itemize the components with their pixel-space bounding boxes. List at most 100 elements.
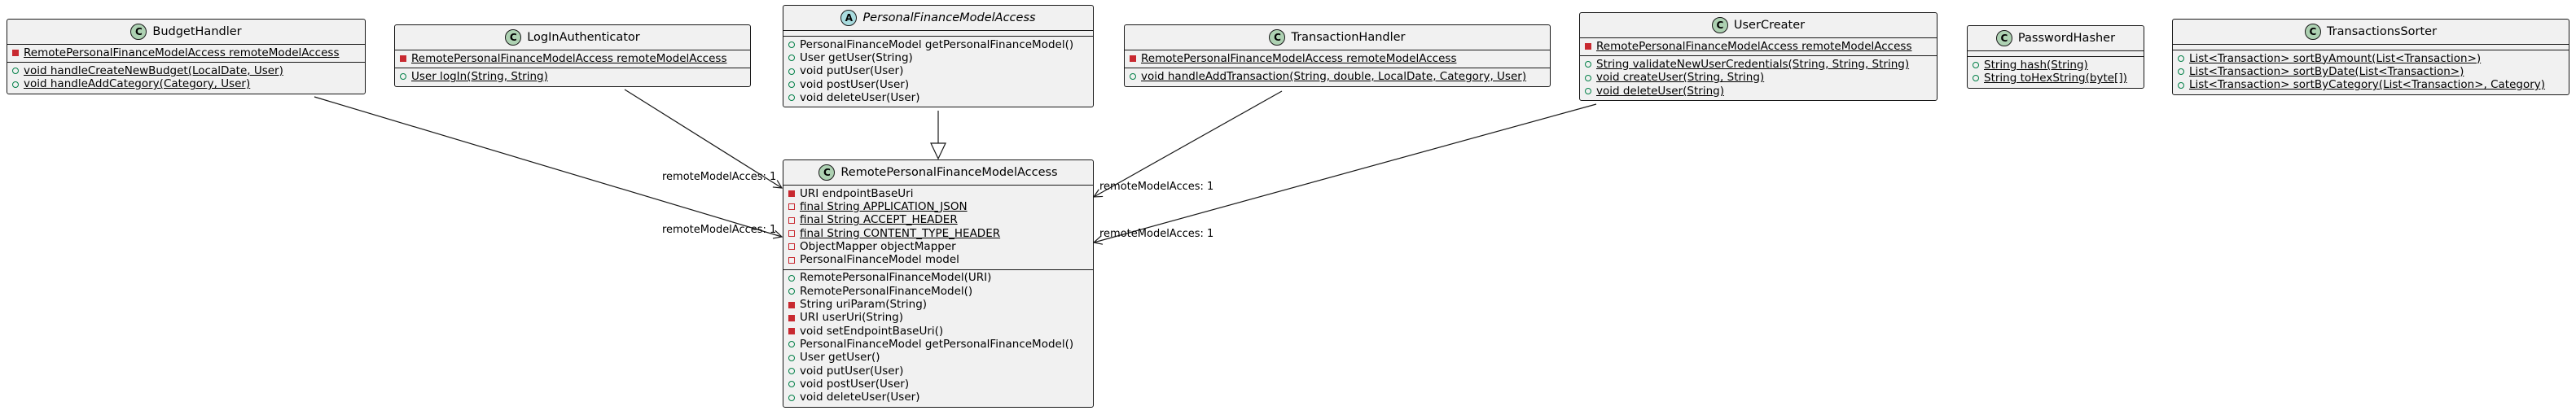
edge-loginauthenticator-to-remote — [624, 89, 782, 188]
attribute-text: RemotePersonalFinanceModelAccess remoteM… — [24, 46, 340, 59]
private-visibility-icon — [788, 256, 795, 264]
class-icon: C — [130, 24, 147, 40]
method-row: List<Transaction> sortByCategory(List<Tr… — [2173, 78, 2569, 92]
class-icon: C — [818, 164, 836, 181]
attribute-row: ObjectMapper objectMapper — [783, 240, 1093, 253]
methods-section: void handleAddTransaction(String, double… — [1125, 68, 1550, 85]
class-header: A PersonalFinanceModelAccess — [783, 6, 1093, 31]
method-row: User getUser() — [783, 351, 1093, 365]
edge-label-login: remoteModelAcces: 1 — [662, 171, 777, 183]
method-text: URI userUri(String) — [800, 311, 903, 325]
method-text: void postUser(User) — [800, 77, 910, 91]
method-row: void setEndpointBaseUri() — [783, 325, 1093, 338]
public-visibility-icon — [1585, 61, 1591, 68]
method-text: String uriParam(String) — [800, 298, 928, 312]
method-text: void handleAddCategory(Category, User) — [24, 77, 251, 91]
attribute-row: RemotePersonalFinanceModelAccess remoteM… — [1580, 40, 1937, 53]
abstract-class-icon: A — [840, 10, 858, 26]
edge-label-transaction: remoteModelAcces: 1 — [1099, 181, 1214, 193]
method-row: User logIn(String, String) — [395, 70, 750, 83]
public-visibility-icon — [788, 288, 795, 295]
method-text: User getUser() — [800, 351, 880, 365]
attributes-section: RemotePersonalFinanceModelAccess remoteM… — [7, 45, 365, 62]
class-name: TransactionsSorter — [2326, 24, 2438, 38]
private-visibility-icon — [788, 190, 795, 198]
method-row: void handleAddTransaction(String, double… — [1125, 70, 1550, 83]
public-visibility-icon — [788, 354, 795, 361]
method-text: void deleteUser(String) — [1596, 84, 1724, 98]
public-visibility-icon — [2178, 68, 2184, 76]
private-visibility-icon — [1130, 55, 1136, 63]
method-text: List<Transaction> sortByAmount(List<Tran… — [2189, 51, 2482, 65]
method-text: String validateNewUserCredentials(String… — [1596, 57, 1910, 71]
method-row: void handleCreateNewBudget(LocalDate, Us… — [7, 64, 365, 77]
methods-section: User logIn(String, String) — [395, 68, 750, 85]
attribute-row: URI endpointBaseUri — [783, 187, 1093, 200]
class-header: C PasswordHasher — [1968, 26, 2144, 51]
edge-label-usercreater: remoteModelAcces: 1 — [1099, 228, 1214, 240]
method-row: List<Transaction> sortByDate(List<Transa… — [2173, 65, 2569, 78]
class-name: PasswordHasher — [2017, 31, 2116, 45]
method-row: void postUser(User) — [783, 78, 1093, 91]
method-row: PersonalFinanceModel getPersonalFinanceM… — [783, 338, 1093, 351]
attribute-text: final String CONTENT_TYPE_HEADER — [800, 226, 1001, 240]
method-text: String hash(String) — [1984, 58, 2088, 72]
public-visibility-icon — [788, 81, 795, 89]
public-visibility-icon — [788, 42, 795, 49]
attribute-text: RemotePersonalFinanceModelAccess remoteM… — [411, 51, 727, 65]
private-visibility-icon — [788, 243, 795, 251]
public-visibility-icon — [788, 55, 795, 62]
edge-label-budget: remoteModelAcces: 1 — [662, 224, 777, 236]
edge-usercreater-to-remote — [1094, 103, 1597, 242]
method-text: void putUser(User) — [800, 64, 904, 78]
method-row: List<Transaction> sortByAmount(List<Tran… — [2173, 52, 2569, 65]
method-row: RemotePersonalFinanceModel(URI) — [783, 271, 1093, 285]
method-text: RemotePersonalFinanceModel(URI) — [800, 271, 992, 285]
method-text: String toHexString(byte[]) — [1984, 71, 2127, 85]
public-visibility-icon — [2178, 55, 2184, 63]
inheritance-triangle — [930, 142, 946, 160]
class-name: PersonalFinanceModelAccess — [862, 11, 1036, 24]
class-header: C TransactionHandler — [1125, 25, 1550, 50]
method-row: PersonalFinanceModel getPersonalFinanceM… — [783, 38, 1093, 51]
attribute-text: final String ACCEPT_HEADER — [800, 213, 958, 227]
method-text: RemotePersonalFinanceModel() — [800, 284, 973, 298]
method-row: void deleteUser(String) — [1580, 85, 1937, 98]
method-row: void postUser(User) — [783, 378, 1093, 391]
class-name: UserCreater — [1733, 18, 1806, 32]
method-row: void createUser(String, String) — [1580, 71, 1937, 85]
method-row: void handleAddCategory(Category, User) — [7, 77, 365, 91]
attribute-row: final String CONTENT_TYPE_HEADER — [783, 227, 1093, 240]
class-icon: C — [1269, 29, 1286, 46]
method-text: void setEndpointBaseUri() — [800, 324, 944, 338]
method-row: String uriParam(String) — [783, 298, 1093, 311]
method-text: User getUser(String) — [800, 50, 913, 64]
class-name: TransactionHandler — [1291, 30, 1406, 44]
method-text: PersonalFinanceModel getPersonalFinanceM… — [800, 337, 1074, 351]
private-visibility-icon — [788, 314, 795, 321]
public-visibility-icon — [400, 73, 406, 81]
method-row: String toHexString(byte[]) — [1968, 72, 2144, 85]
methods-section: RemotePersonalFinanceModel(URI)RemotePer… — [783, 269, 1093, 407]
private-visibility-icon — [1585, 43, 1591, 50]
class-icon: C — [1995, 30, 2012, 46]
methods-section: String validateNewUserCredentials(String… — [1580, 55, 1937, 100]
attribute-row: RemotePersonalFinanceModelAccess remoteM… — [395, 52, 750, 65]
methods-section: void handleCreateNewBudget(LocalDate, Us… — [7, 62, 365, 94]
method-row: User getUser(String) — [783, 51, 1093, 64]
public-visibility-icon — [2178, 81, 2184, 89]
attribute-text: ObjectMapper objectMapper — [800, 239, 956, 253]
class-icon: C — [505, 29, 522, 46]
public-visibility-icon — [788, 394, 795, 401]
